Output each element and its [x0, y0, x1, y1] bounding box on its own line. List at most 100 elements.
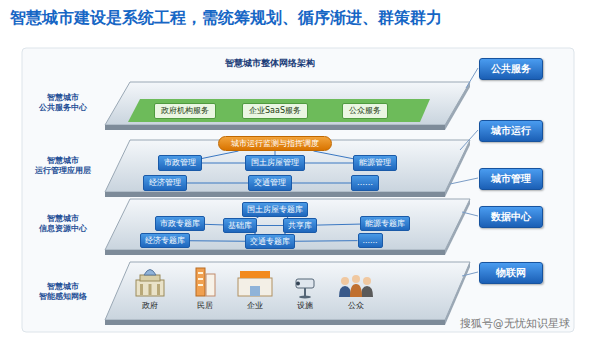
- node-text: 物联网: [496, 267, 526, 278]
- person-head: [363, 277, 371, 285]
- connector-line: [305, 163, 353, 164]
- node-text: 能源专题库: [365, 219, 405, 228]
- person-head: [352, 275, 360, 283]
- window: [198, 278, 203, 280]
- layer-plane: [105, 82, 470, 130]
- frame-panel: [22, 48, 574, 332]
- database-box: 能源专题库: [360, 216, 410, 231]
- service-box: 政府机构服务: [154, 103, 216, 119]
- node-text: 城市运行监测与指挥调度: [231, 139, 319, 148]
- camera-body: [296, 279, 314, 288]
- plane-side: [445, 199, 470, 255]
- connector-line: [202, 151, 238, 158]
- leader-line: [460, 130, 478, 150]
- node-text: 政府机构服务: [161, 106, 209, 116]
- door: [250, 286, 260, 296]
- building-roof: [140, 275, 160, 281]
- plane-edge: [105, 192, 445, 197]
- building-body: [136, 280, 164, 296]
- tower: [206, 274, 215, 296]
- icon-caption: 民居: [187, 300, 223, 311]
- column: [157, 284, 160, 295]
- building-dome: [144, 270, 156, 276]
- leader-lines: [450, 68, 478, 276]
- database-box: 交通专题库: [245, 234, 295, 249]
- plane-side: [445, 140, 470, 197]
- plane-side: [445, 82, 470, 130]
- person-body: [339, 286, 351, 297]
- node-text: 经济管理: [149, 178, 181, 188]
- icon-caption: 设施: [287, 300, 323, 311]
- connector-line: [295, 240, 358, 242]
- public-icon: [339, 275, 373, 297]
- layer-plane: [105, 199, 470, 255]
- service-box: 公众服务: [342, 103, 388, 119]
- node-text: 市政管理: [164, 158, 196, 168]
- node-text: 国土房屋专题库: [247, 205, 303, 214]
- page-title: 智慧城市建设是系统工程，需统筹规划、循序渐进、群策群力: [10, 8, 442, 29]
- database-box: 共享库: [283, 218, 317, 233]
- category-box: 城市运行: [479, 120, 543, 142]
- window: [198, 272, 203, 274]
- connector-line: [190, 240, 245, 242]
- icon-caption: 公众: [338, 300, 374, 311]
- database-box: 市政专题库: [155, 216, 205, 231]
- node-text: ……: [357, 178, 373, 188]
- service-box: 企业SaaS服务: [242, 103, 308, 119]
- connector-line: [292, 183, 351, 184]
- layer-name: 智慧城市 智能感知网络: [26, 282, 100, 302]
- connector-line: [317, 224, 360, 225]
- camera-pole: [304, 288, 306, 296]
- government-icon: [136, 270, 164, 297]
- node-text: 公众服务: [349, 106, 381, 116]
- connector-line: [256, 217, 258, 218]
- plane-edge: [105, 320, 445, 325]
- connector-line: [313, 151, 353, 159]
- database-box: 基础库: [223, 218, 257, 233]
- node-text: 经济专题库: [145, 236, 185, 245]
- node-text: 公共服务: [491, 63, 531, 74]
- node-text: 交通管理: [254, 178, 286, 188]
- connector-line: [187, 183, 248, 184]
- node-text: 数据中心: [491, 211, 531, 222]
- diagram-heading: 智慧城市整体网络架构: [215, 57, 325, 70]
- plane-side: [445, 262, 470, 325]
- leader-line: [462, 212, 478, 216]
- node-text: 能源管理: [359, 158, 391, 168]
- application-box: 经济管理: [143, 175, 187, 191]
- category-box: 数据中心: [479, 206, 543, 228]
- icon-caption: 政府: [132, 300, 168, 311]
- camera-base: [299, 296, 311, 299]
- column: [140, 284, 143, 295]
- person-body: [361, 286, 373, 297]
- camera-lens: [296, 282, 300, 286]
- plane-edge: [105, 250, 445, 255]
- node-text: 城市运行: [491, 125, 531, 136]
- application-box: ……: [351, 175, 379, 191]
- connector-line: [205, 224, 223, 226]
- node-text: 国土房屋管理: [251, 158, 299, 168]
- person-head: [341, 277, 349, 285]
- layer-name: 智慧城市 信息资源中心: [26, 214, 100, 234]
- node-text: 交通专题库: [250, 237, 290, 246]
- category-box: 物联网: [479, 262, 543, 284]
- leader-line: [466, 68, 478, 88]
- plane-top: [105, 199, 470, 250]
- facility-icon: [296, 279, 314, 299]
- node-text: ……: [363, 236, 378, 245]
- window: [198, 284, 203, 286]
- database-box: 经济专题库: [140, 233, 190, 248]
- layer-name: 智慧城市 公共服务中心: [26, 93, 100, 113]
- plane-top: [105, 262, 470, 320]
- leader-line: [462, 272, 478, 276]
- node-text: 基础库: [228, 221, 252, 230]
- application-box: 交通管理: [248, 175, 292, 191]
- layer-name: 智慧城市 运行管理应用层: [26, 156, 100, 176]
- node-text: 共享库: [288, 221, 312, 230]
- category-box: 公共服务: [479, 58, 543, 80]
- command-oval: 城市运行监测与指挥调度: [218, 136, 332, 151]
- plane-top: [105, 140, 470, 192]
- shop-sign: [240, 271, 270, 278]
- plane-top: [105, 82, 470, 125]
